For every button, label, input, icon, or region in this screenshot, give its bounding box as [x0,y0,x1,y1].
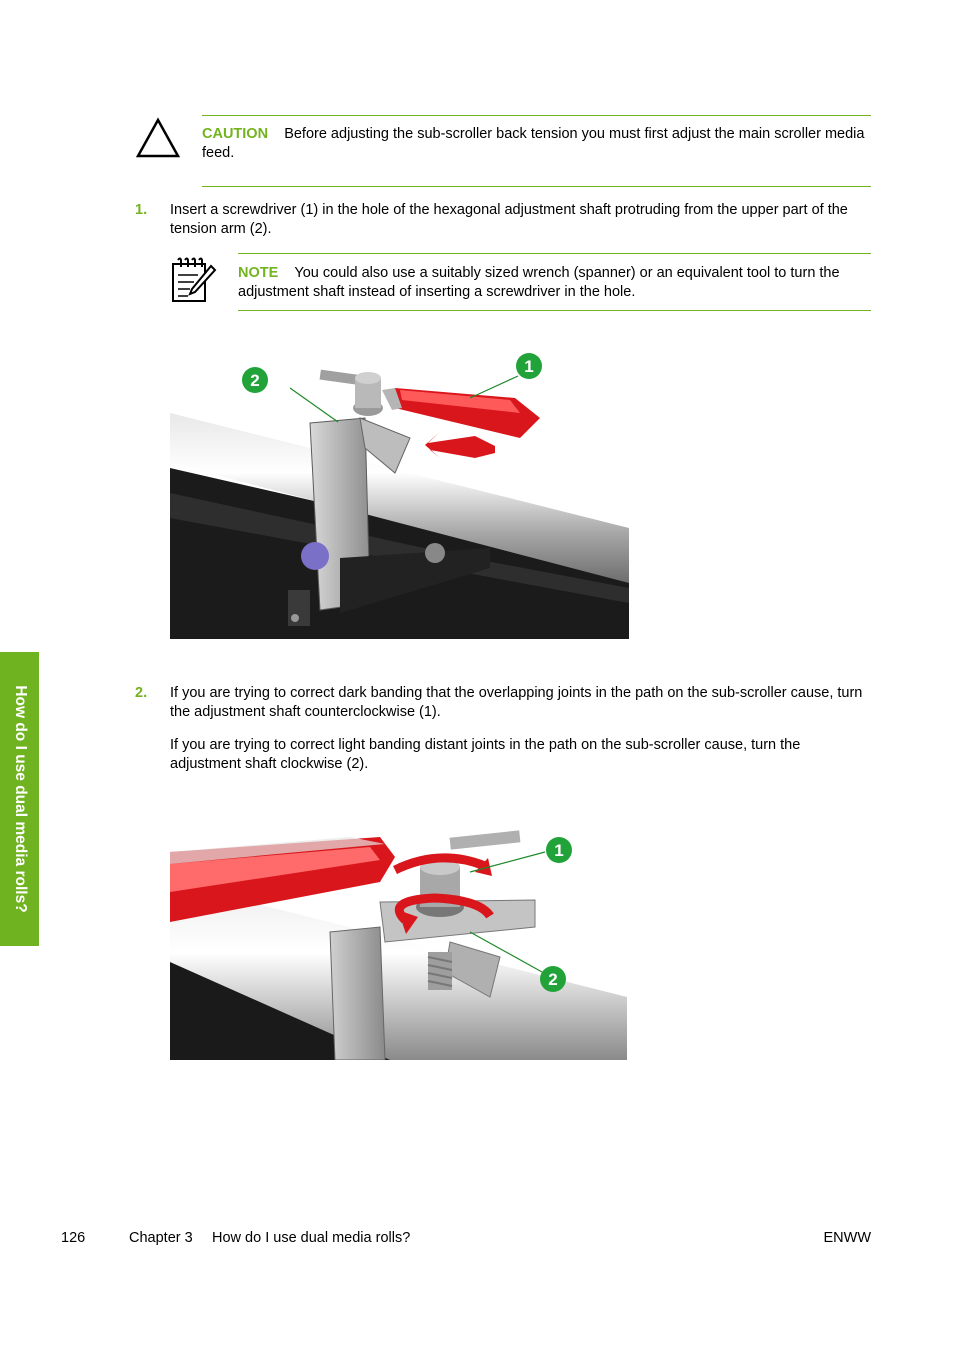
figure-1-callout-1: 1 [524,357,533,376]
caution-text: Before adjusting the sub-scroller back t… [202,126,865,161]
step-2-number: 2. [135,685,148,701]
note-paragraph: NOTE You could also use a suitably sized… [238,264,874,302]
step-2-text-1: If you are trying to correct dark bandin… [170,685,863,720]
figure-1-screwdriver-illustration: 2 1 [170,353,629,639]
caution-triangle-icon [135,117,181,158]
caution-bottom-rule [202,186,871,187]
step-1-number: 1. [135,202,148,218]
chapter-side-tab-label: How do I use dual media rolls? [11,685,29,913]
note-pad-icon [172,257,217,302]
footer-page-number: 126 [61,1230,86,1246]
note-label: NOTE [238,265,279,281]
caution-label: CAUTION [202,126,269,142]
chapter-side-tab: How do I use dual media rolls? [0,652,39,946]
caution-paragraph: CAUTION Before adjusting the sub-scrolle… [202,125,874,163]
figure-2-callout-2: 2 [548,970,557,989]
caution-top-rule [202,115,871,116]
figure-2-callout-1: 1 [554,841,563,860]
note-text: You could also use a suitably sized wren… [238,265,840,300]
note-bottom-rule [238,310,871,311]
step-1-text: Insert a screwdriver (1) in the hole of … [170,202,848,237]
step-2-text-2: If you are trying to correct light bandi… [170,737,801,772]
footer-chapter: Chapter 3 [129,1230,193,1246]
footer-chapter-title: How do I use dual media rolls? [212,1230,411,1246]
figure-1-callout-2: 2 [250,371,259,390]
figure-2-rotation-illustration: 1 2 [170,830,627,1060]
note-top-rule [238,253,871,254]
footer-locale: ENWW [823,1230,871,1246]
